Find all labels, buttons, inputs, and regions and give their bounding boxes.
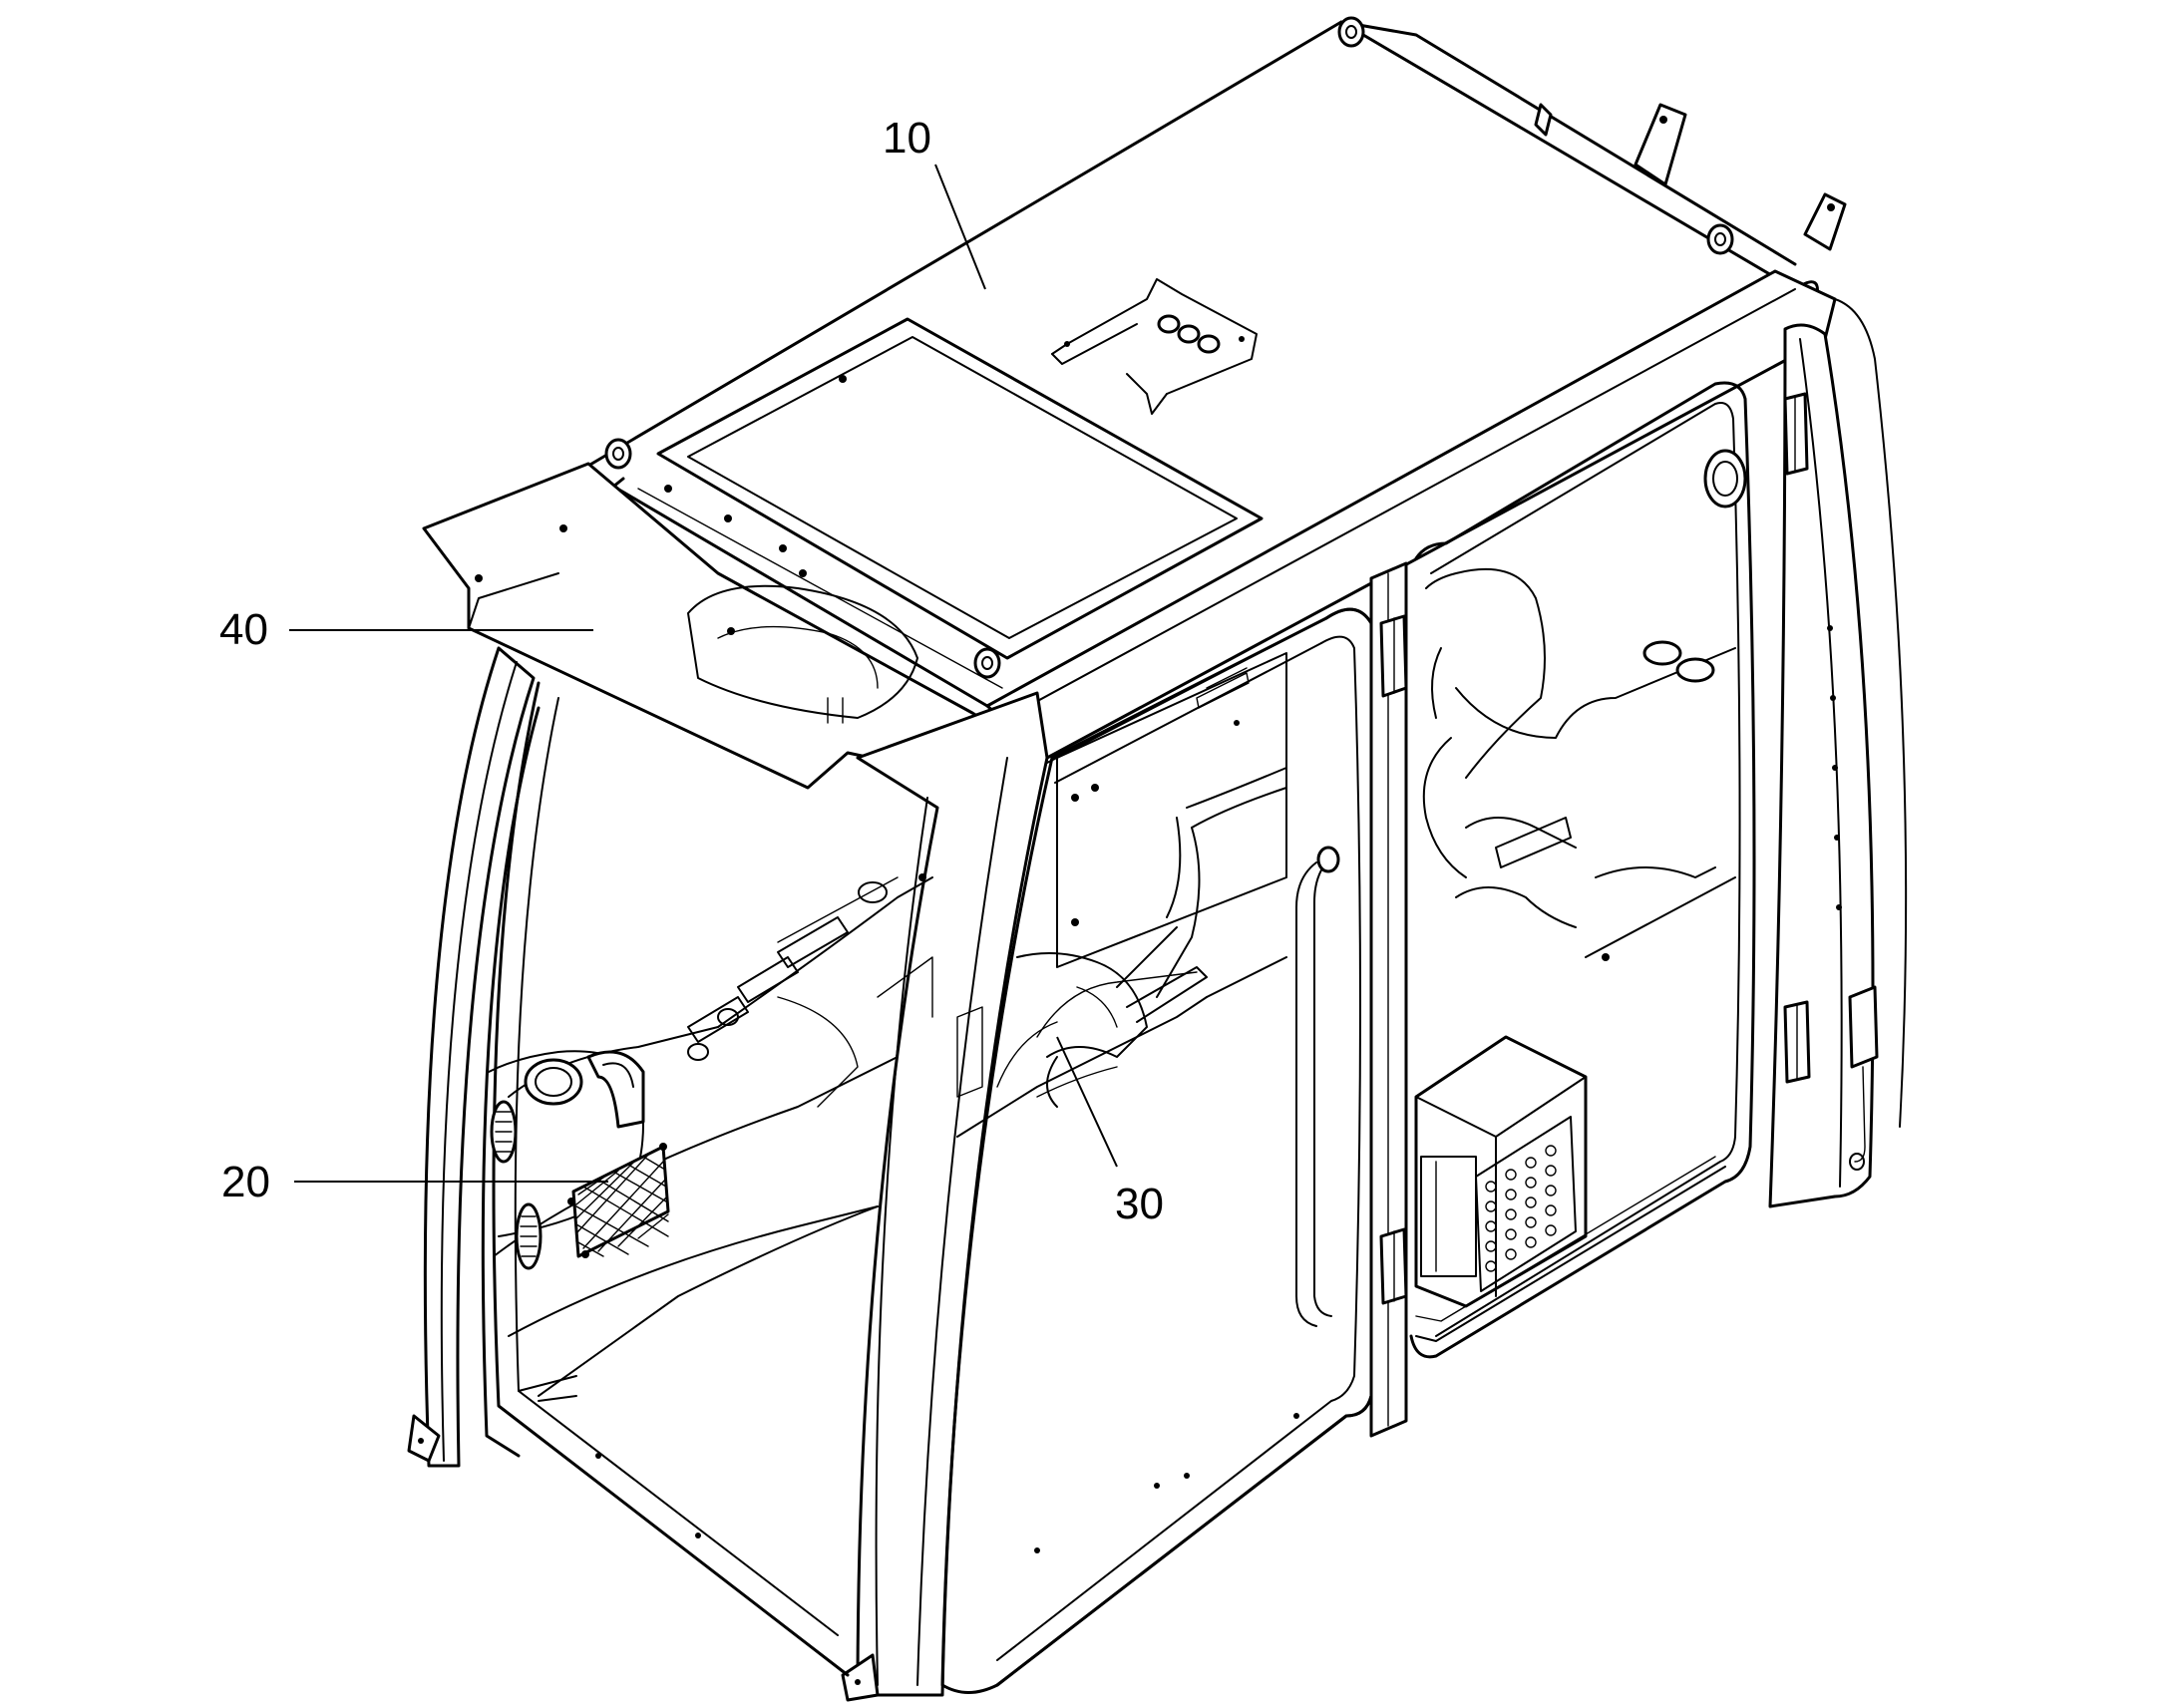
lifting-eye-group — [604, 16, 1734, 679]
leader-line-10 — [934, 164, 986, 290]
front-pillar-left — [407, 646, 541, 1468]
callout-40: 40 — [219, 605, 268, 654]
door-pillar — [1369, 561, 1408, 1438]
callout-30: 30 — [1115, 1180, 1164, 1228]
callout-labels: 10 40 20 30 — [219, 114, 1164, 1228]
side-panel-right — [1409, 381, 1756, 1359]
callout-10: 10 — [883, 114, 931, 163]
front-window-frame — [492, 681, 850, 1677]
callout-20: 20 — [221, 1158, 270, 1206]
electrical-box — [1414, 1035, 1588, 1308]
front-pillar-center — [841, 691, 1049, 1702]
rear-wall-panel — [1056, 652, 1287, 998]
roof-hatch — [637, 317, 1264, 689]
rear-pillar-right — [1768, 298, 1908, 1208]
storage-net — [567, 1143, 670, 1258]
lifting-eye — [1706, 223, 1734, 255]
cab-floor — [538, 956, 1287, 1397]
vent-grille — [1485, 1145, 1557, 1272]
left-console — [488, 1050, 645, 1270]
roof-bracket — [1051, 278, 1258, 415]
leader-line-30 — [1056, 1036, 1118, 1168]
lifting-eye — [973, 647, 1001, 679]
lifting-eye — [1337, 16, 1365, 48]
rear-floor — [1415, 1156, 1726, 1342]
leader-lines — [289, 164, 1118, 1183]
lifting-eye — [604, 438, 632, 470]
rear-bracket — [1534, 103, 1847, 251]
heater-duct — [1016, 952, 1208, 1108]
